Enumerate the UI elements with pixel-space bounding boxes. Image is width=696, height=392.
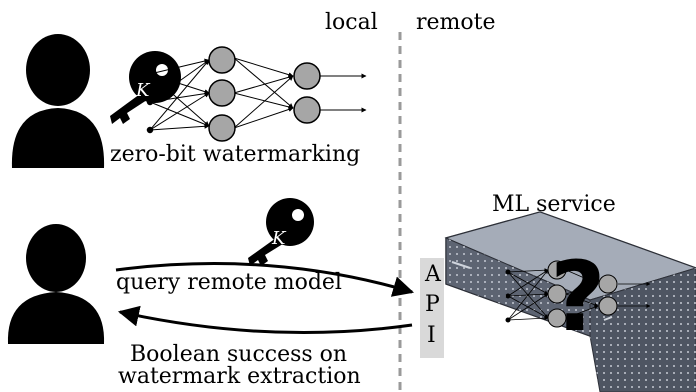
neural-network-icon — [149, 57, 367, 131]
key-icon: K — [248, 198, 314, 266]
zero-bit-label: zero-bit watermarking — [110, 142, 361, 167]
response-label-line1: Boolean success on — [130, 342, 348, 367]
query-arrow — [115, 262, 415, 297]
remote-label: remote — [416, 10, 496, 35]
response-arrow — [117, 305, 413, 335]
question-mark-icon: ? — [550, 241, 606, 353]
key-symbol: K — [271, 228, 287, 249]
api-letter-i: I — [427, 323, 436, 348]
local-label: local — [325, 10, 378, 35]
neural-network-nodes — [505, 260, 618, 328]
neural-network-nodes — [146, 46, 321, 142]
query-label: query remote model — [116, 270, 342, 295]
api-letter-p: P — [425, 292, 440, 317]
response-label-line2: watermark extraction — [118, 364, 361, 389]
neural-network-icon — [507, 268, 651, 321]
key-symbol: K — [135, 80, 151, 101]
api-letter-a: A — [425, 262, 441, 287]
person-icon — [11, 34, 105, 168]
ml-service-label: ML service — [492, 192, 616, 217]
api-box — [420, 258, 444, 358]
person-icon — [7, 224, 105, 344]
